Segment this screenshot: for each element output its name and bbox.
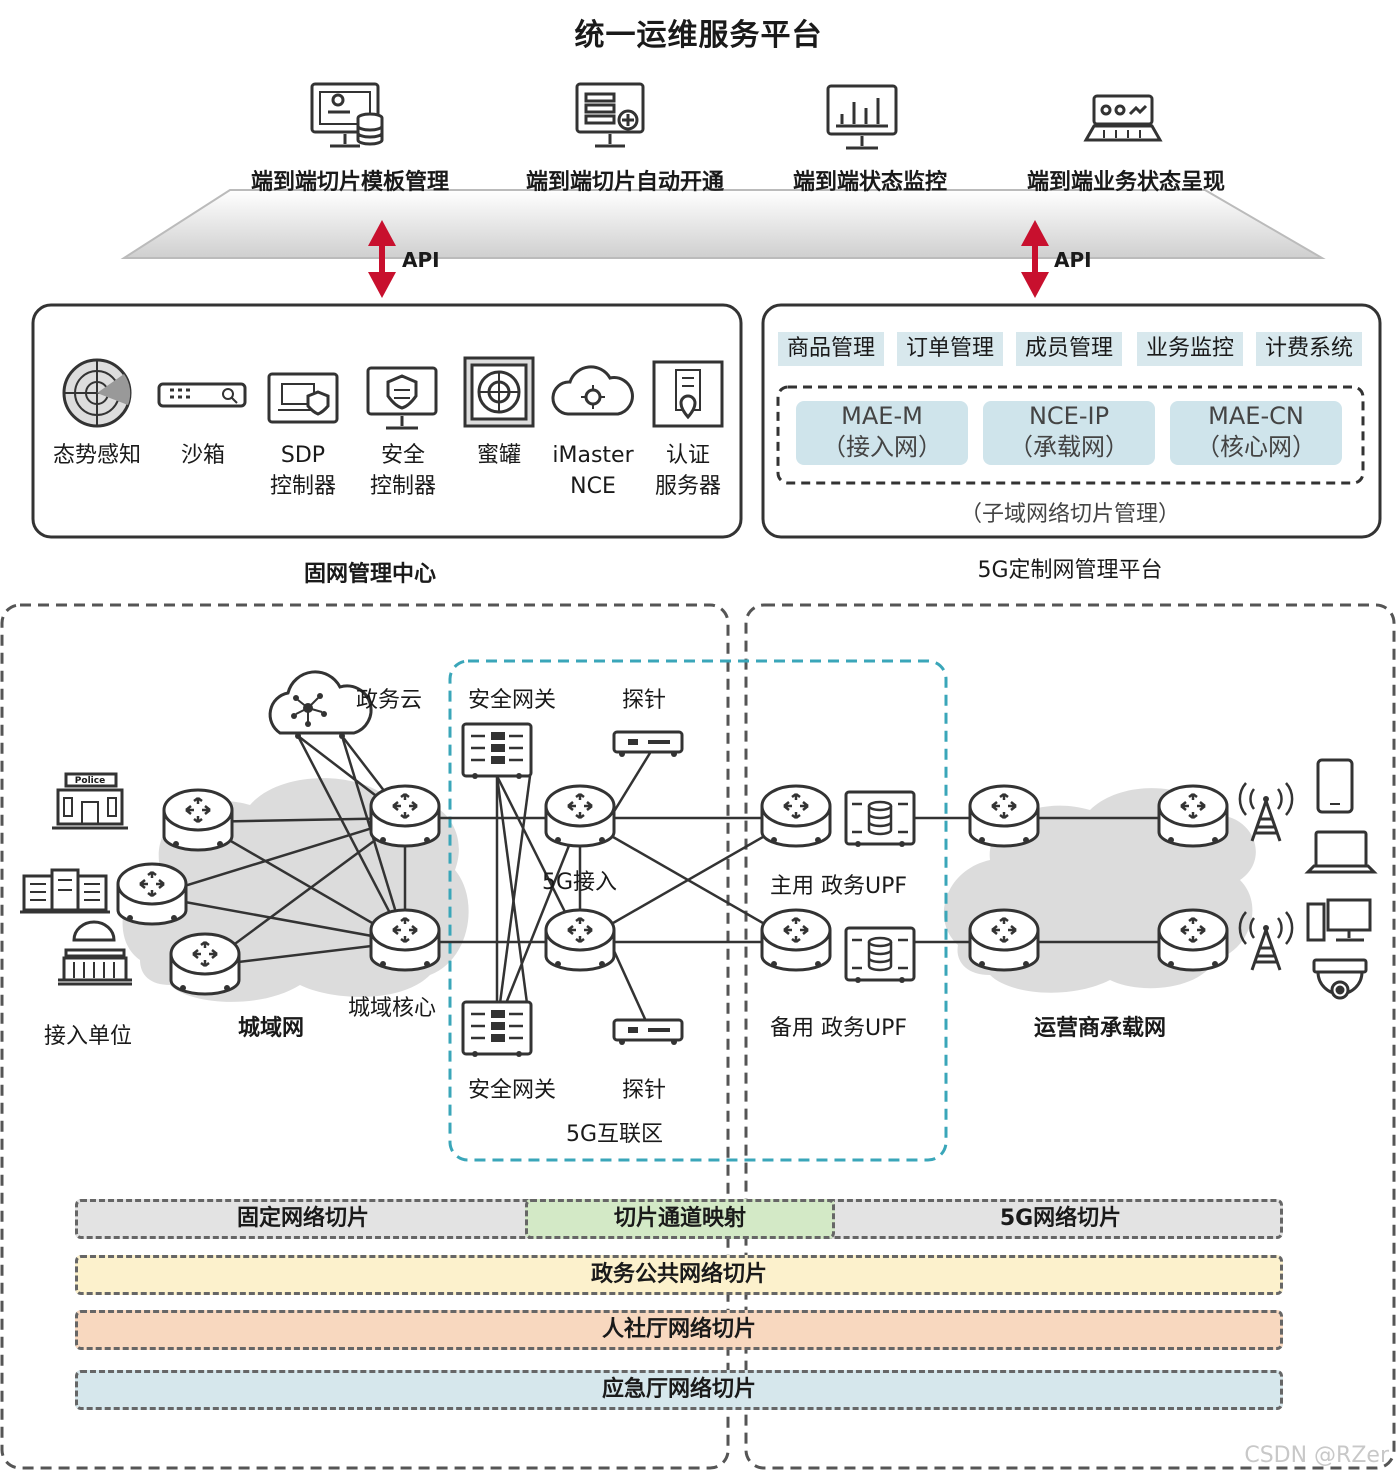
fixed-center-name: 固网管理中心: [303, 562, 436, 587]
situation-awareness-icon: [62, 358, 132, 428]
state-monitor-icon: [826, 84, 898, 150]
tool-situation-awareness[interactable]: 态势感知: [52, 443, 141, 468]
business-state-icon: [1083, 94, 1163, 142]
api-arrow-right: [1021, 220, 1049, 298]
tool-sandbox[interactable]: 沙箱: [180, 443, 225, 468]
tool-honeypot[interactable]: 蜜罐: [476, 443, 521, 468]
access-units-label: 接入单位: [44, 1024, 133, 1049]
probe-bottom-label: 探针: [622, 1078, 667, 1103]
subdomain-caption: （子域网络切片管理）: [959, 502, 1180, 527]
metro-net-label: 城域网: [238, 1016, 305, 1041]
tag-order-mgmt[interactable]: 订单管理: [897, 332, 1003, 366]
police-sign: Police: [74, 776, 106, 786]
tool-auth-server[interactable]: 认证服务器: [654, 443, 721, 499]
access-5g-label: 5G接入: [542, 870, 618, 895]
tag-product-mgmt[interactable]: 商品管理: [778, 332, 884, 366]
capitol-building-icon: [58, 920, 132, 986]
auth-server-icon: [652, 360, 724, 428]
service-template-mgmt[interactable]: 端到端切片模板管理: [250, 170, 449, 195]
imaster-nce-icon: [551, 365, 634, 416]
honeypot-icon: [463, 356, 535, 428]
fiveg-platform-name: 5G定制网管理平台: [977, 558, 1163, 583]
service-business-state[interactable]: 端到端业务状态呈现: [1026, 170, 1225, 195]
desktop-icon: [1306, 898, 1372, 942]
slice-fixed[interactable]: 固定网络切片: [236, 1206, 369, 1231]
api-label-left: API: [402, 248, 440, 272]
gov-cloud-label: 政务云: [356, 688, 423, 713]
slice-mapping[interactable]: 切片通道映射: [525, 1199, 835, 1239]
office-building-icon: [20, 868, 110, 914]
phone-icon: [1316, 758, 1354, 814]
sec-gateway-bottom-label: 安全网关: [468, 1078, 557, 1103]
sandbox-icon: [157, 382, 247, 408]
carrier-net-label: 运营商承载网: [1034, 1016, 1167, 1041]
api-arrow-left: [368, 220, 396, 298]
police-building-icon: [52, 772, 128, 830]
sdp-controller-icon: [267, 372, 339, 424]
slice-emergency[interactable]: 应急厅网络切片: [75, 1370, 1283, 1410]
main-upf-label: 主用 政务UPF: [770, 874, 908, 899]
tool-security-controller[interactable]: 安全控制器: [369, 443, 436, 499]
subdomain-nce-ip[interactable]: NCE-IP（承载网）: [983, 401, 1155, 465]
tag-member-mgmt[interactable]: 成员管理: [1016, 332, 1122, 366]
watermark: CSDN @RZer: [1244, 1443, 1389, 1468]
security-controller-icon: [366, 366, 438, 430]
camera-icon: [1312, 958, 1368, 1000]
laptop-icon: [1304, 830, 1378, 874]
slice-fiveg[interactable]: 5G网络切片: [999, 1206, 1122, 1231]
template-mgmt-icon: [310, 82, 384, 148]
service-auto-provision[interactable]: 端到端切片自动开通: [525, 170, 724, 195]
tag-service-monitor[interactable]: 业务监控: [1137, 332, 1243, 366]
interconnect-label: 5G互联区: [566, 1122, 664, 1147]
slice-public[interactable]: 政务公共网络切片: [75, 1255, 1283, 1295]
subdomain-mae-cn[interactable]: MAE-CN（核心网）: [1170, 401, 1342, 465]
page-title: 统一运维服务平台: [574, 18, 823, 53]
metro-core-label: 城域核心: [348, 996, 437, 1021]
auto-provision-icon: [575, 82, 645, 148]
api-label-right: API: [1054, 248, 1092, 272]
gov-cloud-icon: [268, 670, 373, 739]
probe-top-label: 探针: [622, 688, 667, 713]
backup-upf-label: 备用 政务UPF: [770, 1016, 908, 1041]
sec-gateway-top-label: 安全网关: [468, 688, 557, 713]
service-state-monitor[interactable]: 端到端状态监控: [792, 170, 947, 195]
subdomain-mae-m[interactable]: MAE-M（接入网）: [796, 401, 968, 465]
tag-billing[interactable]: 计费系统: [1256, 332, 1362, 366]
slice-hr[interactable]: 人社厅网络切片: [75, 1310, 1283, 1350]
